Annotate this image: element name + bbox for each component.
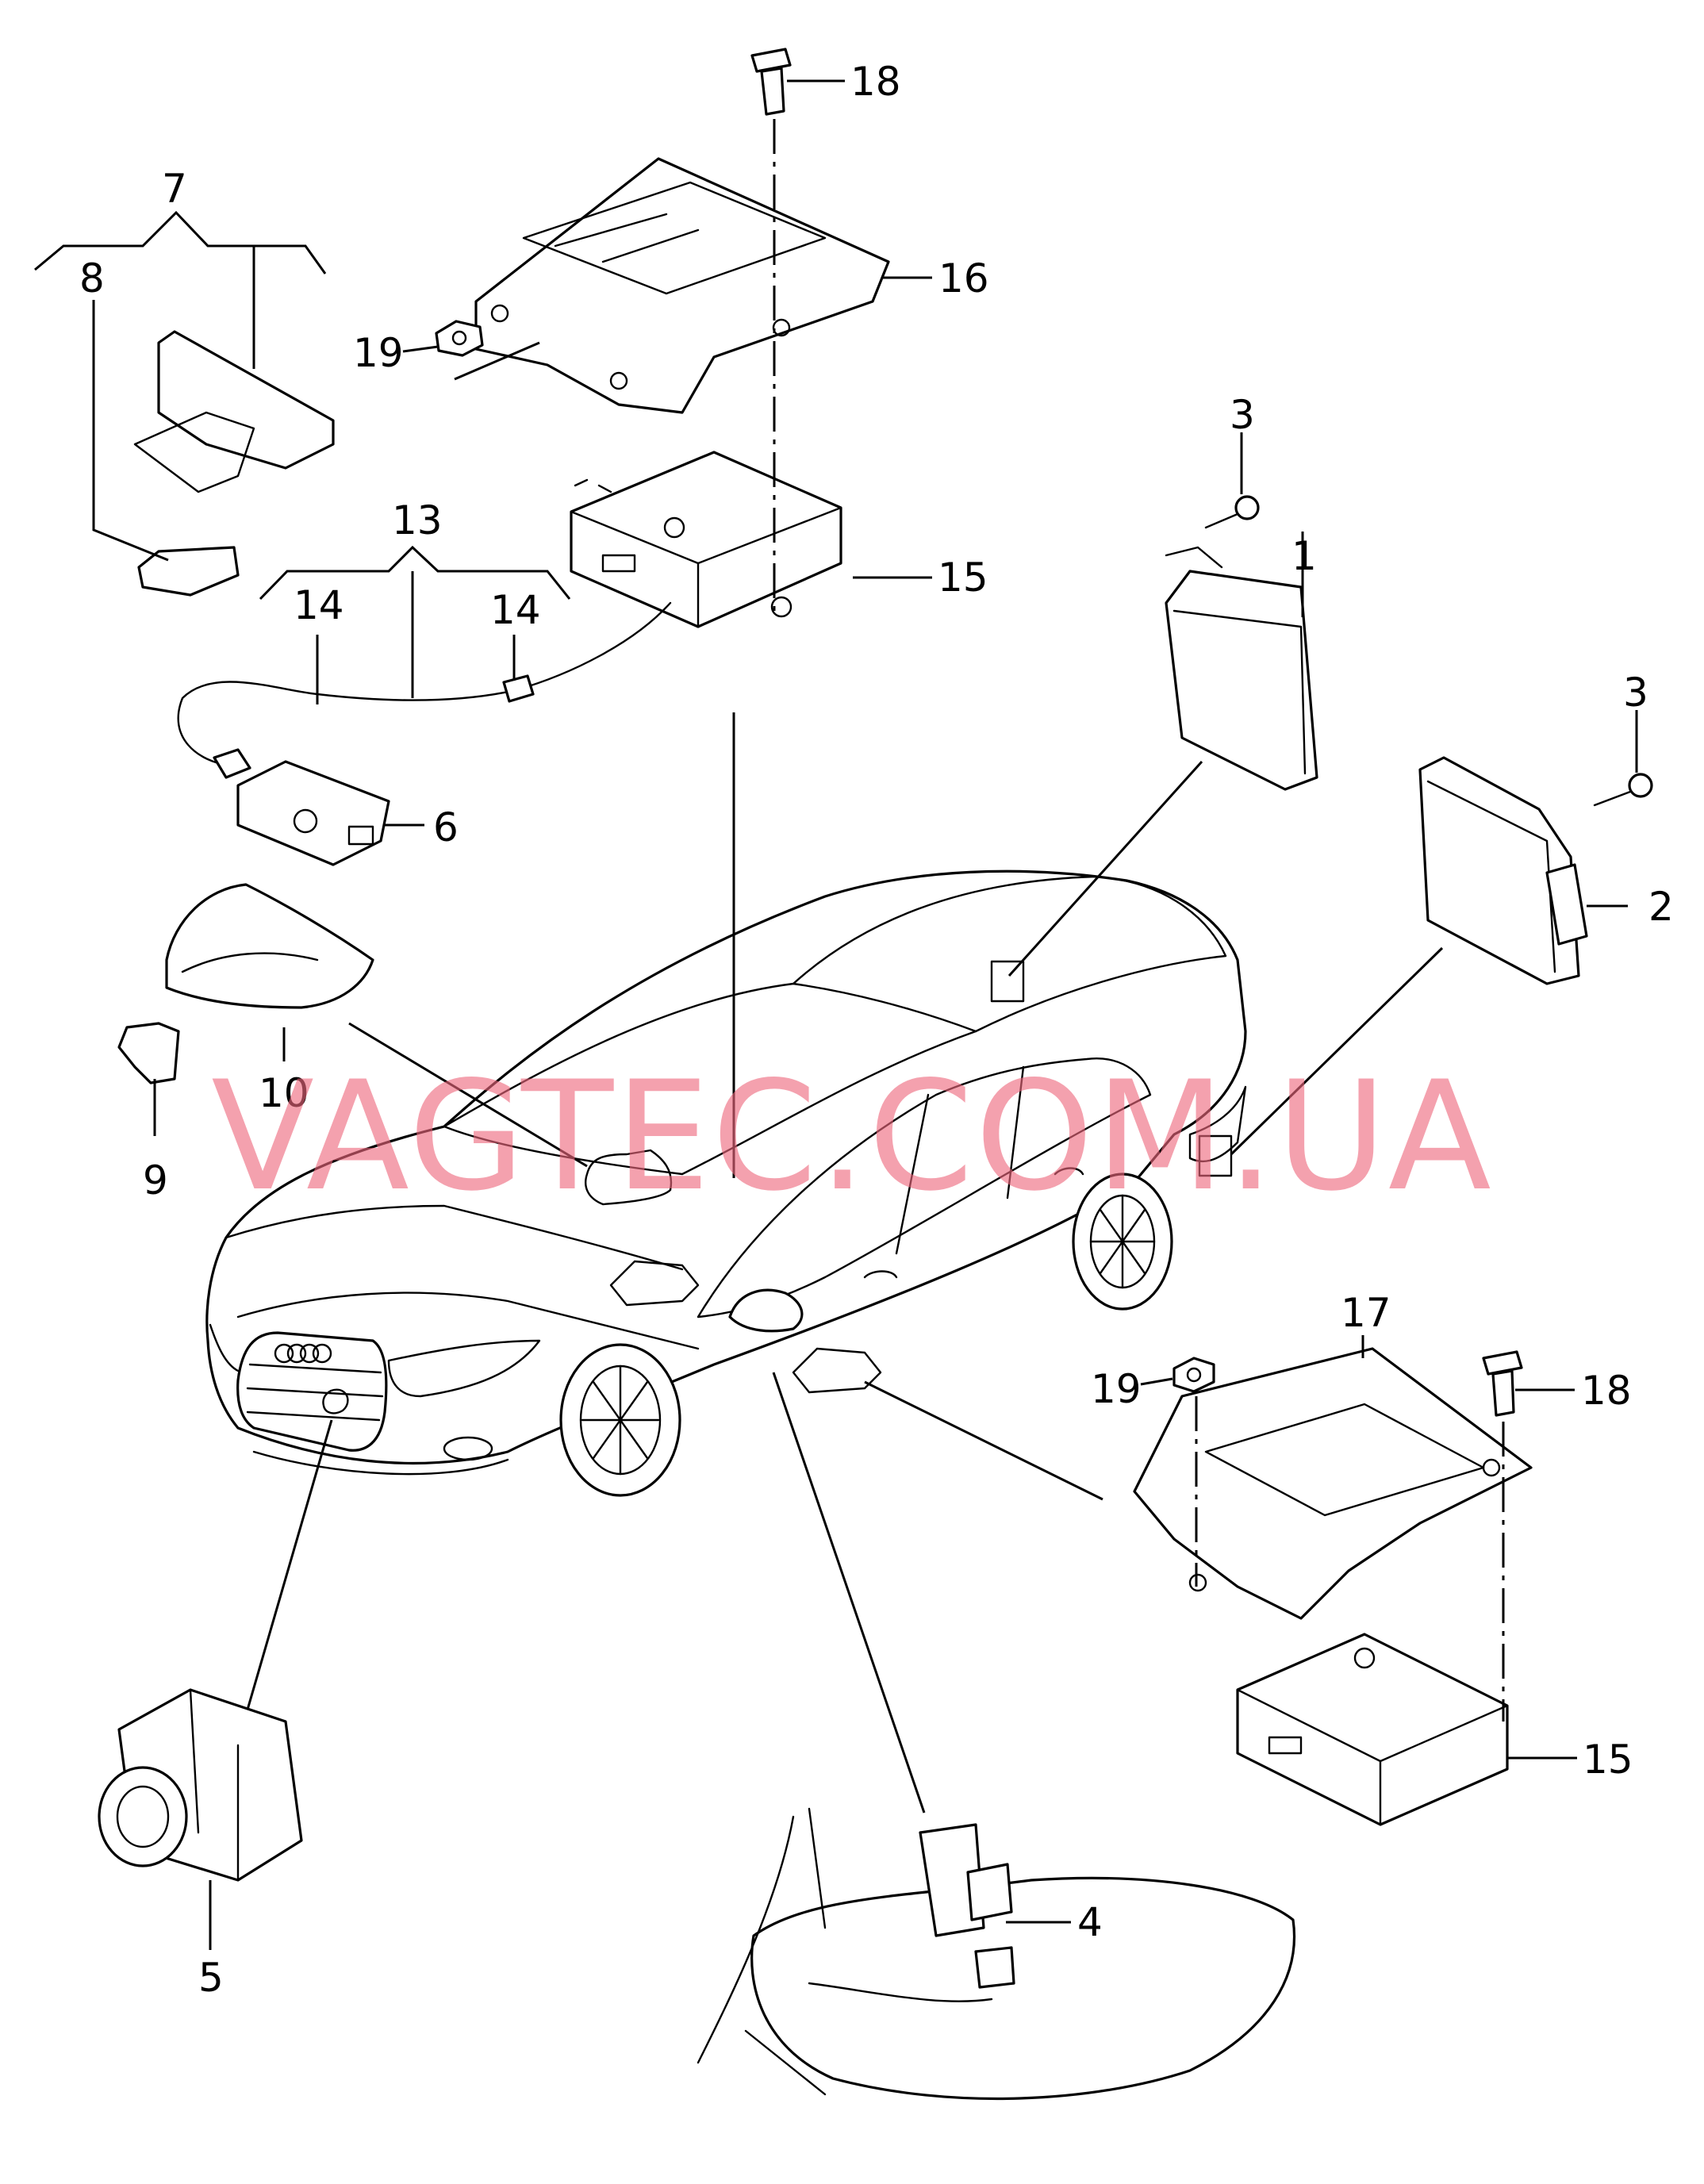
leader-lines	[34, 79, 1638, 1950]
callout-9: 9	[143, 1157, 168, 1203]
control-unit-2	[1418, 756, 1588, 985]
callout-10: 10	[259, 1070, 309, 1116]
callout-15-bottom: 15	[1583, 1737, 1633, 1783]
callout-14-right: 14	[490, 587, 541, 633]
screw-3-upper	[1204, 495, 1260, 529]
nut-19-bottom	[1172, 1357, 1215, 1393]
bracket-17	[1133, 1347, 1533, 1620]
module-15-upper	[570, 451, 842, 628]
callout-18-top: 18	[850, 59, 901, 105]
callout-19-bottom: 19	[1091, 1366, 1142, 1412]
control-unit-1	[1165, 546, 1318, 791]
callout-3-lower: 3	[1623, 670, 1648, 716]
callout-16: 16	[938, 255, 989, 301]
mirror-4	[697, 1807, 1296, 2101]
callout-5: 5	[198, 1955, 224, 2001]
bracket-7	[133, 330, 335, 597]
rings-logo	[274, 1343, 332, 1364]
callout-labels: 1 2 3 3 4 5 6 7 8 9 10 13 14 14 15 15 16…	[79, 59, 1674, 2001]
nut-19-top	[435, 320, 484, 357]
front-wheel	[559, 1343, 681, 1497]
callout-19-top: 19	[353, 330, 404, 376]
rear-wheel	[1072, 1173, 1173, 1311]
camera-5	[98, 1688, 303, 1882]
car-illustration	[205, 869, 1247, 1497]
callout-1: 1	[1291, 533, 1317, 579]
screw-18-top	[750, 48, 792, 116]
cable-13	[177, 601, 672, 779]
callout-3-upper: 3	[1230, 392, 1255, 438]
callout-7: 7	[162, 166, 187, 212]
module-15-lower	[1236, 1633, 1509, 1826]
screw-3-lower	[1593, 773, 1653, 807]
mount-marker-1	[990, 960, 1025, 1003]
cover-10	[117, 883, 374, 1084]
callout-2: 2	[1648, 884, 1674, 930]
callout-6: 6	[433, 804, 459, 850]
callout-13: 13	[392, 497, 443, 543]
screw-18-bottom	[1482, 1350, 1523, 1417]
callout-8: 8	[79, 255, 105, 301]
callout-14-left: 14	[294, 582, 344, 628]
callout-4: 4	[1077, 1899, 1103, 1945]
callout-18-bottom: 18	[1581, 1368, 1632, 1414]
callout-17: 17	[1341, 1290, 1391, 1336]
mount-marker-2	[1198, 1134, 1233, 1177]
camera-6	[236, 760, 390, 866]
bracket-16	[474, 157, 890, 414]
callout-15-top: 15	[938, 555, 988, 601]
